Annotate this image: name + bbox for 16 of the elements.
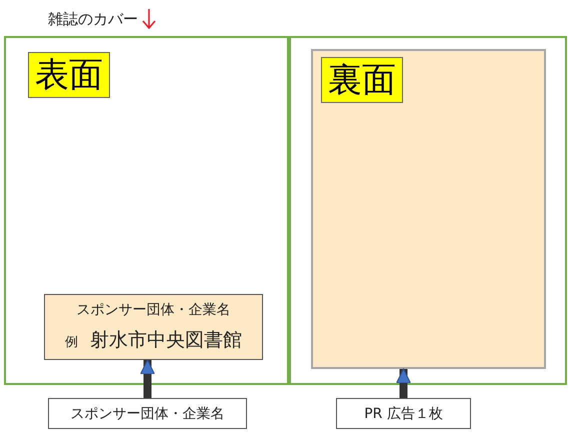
text-box bbox=[48, 398, 247, 429]
sponsor-label: スポンサー団体・企業名 bbox=[76, 301, 232, 320]
box-label: PR 広告１枚 bbox=[364, 404, 443, 422]
box-label: スポンサー団体・企業名 bbox=[70, 404, 224, 422]
up-arrow bbox=[140, 360, 155, 398]
example-label: 例 bbox=[65, 334, 78, 351]
cover-panel bbox=[4, 36, 289, 385]
up-arrow bbox=[396, 368, 411, 398]
ad-area bbox=[311, 49, 546, 369]
heading-tag: 裏面 bbox=[321, 57, 403, 103]
cover-panel bbox=[289, 36, 567, 385]
title: 雑誌のカバー bbox=[48, 10, 138, 28]
example-name: 射水市中央図書館 bbox=[90, 328, 242, 353]
heading-tag: 表面 bbox=[28, 52, 110, 98]
text-box bbox=[336, 398, 471, 429]
sponsor-box bbox=[44, 294, 263, 360]
